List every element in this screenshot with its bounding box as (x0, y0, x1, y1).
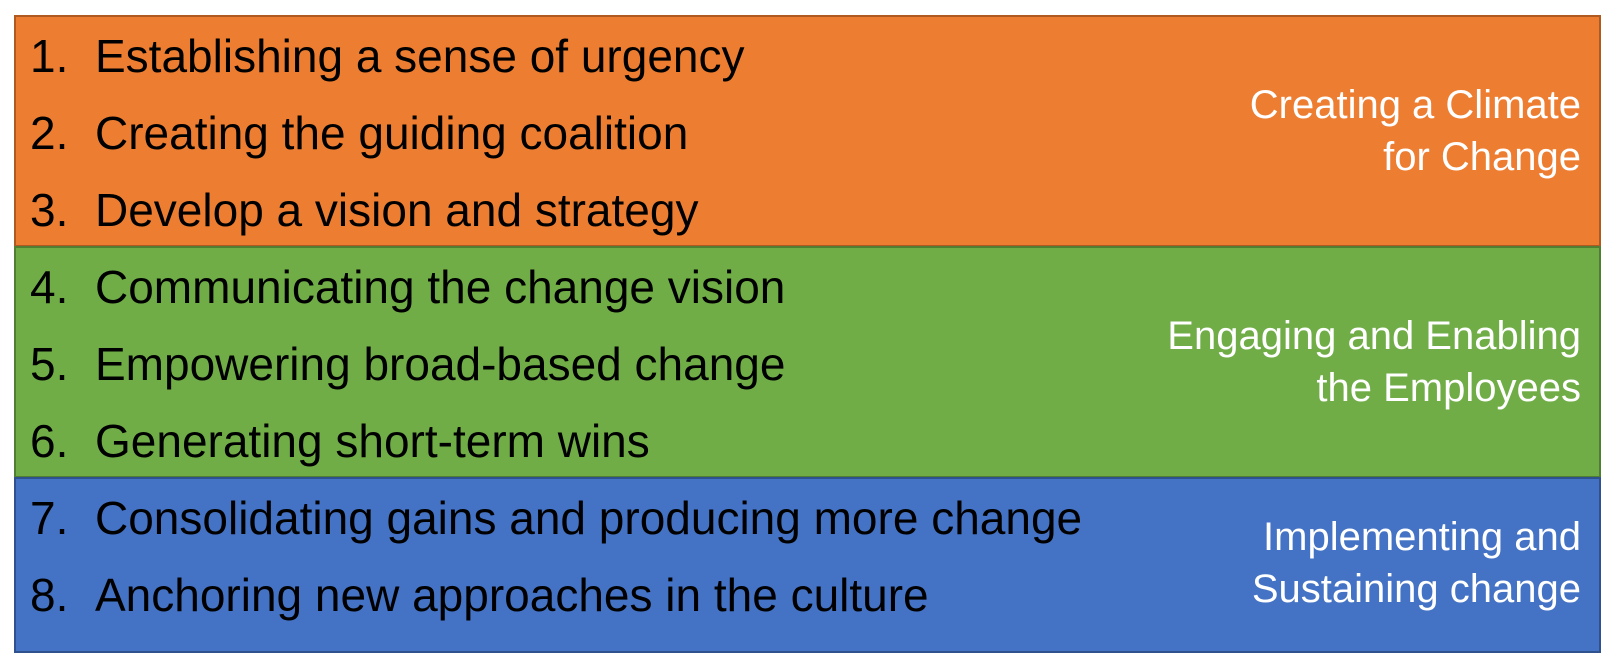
step-number: 6. (30, 415, 69, 467)
step-text: Anchoring new approaches in the culture (95, 569, 929, 621)
step-text: Generating short-term wins (95, 415, 650, 467)
phase-label-line: Sustaining change (1251, 566, 1581, 611)
step-number: 7. (30, 492, 69, 544)
step-text: Creating the guiding coalition (95, 107, 689, 159)
phase-band-climate: 1. Establishing a sense of urgency 2. Cr… (14, 15, 1601, 247)
step-number: 1. (30, 30, 69, 82)
phase-label-line: Implementing and (1263, 514, 1581, 559)
phase-label-climate: Creating a Climate for Change (1250, 79, 1581, 183)
phase-band-engage: 4. Communicating the change vision 5. Em… (14, 246, 1601, 478)
phase-label-line: Creating a Climate (1249, 83, 1581, 127)
step-number: 2. (30, 107, 69, 159)
step-number: 5. (30, 338, 69, 390)
step-text: Develop a vision and strategy (95, 184, 699, 236)
step-number: 3. (30, 184, 69, 236)
step-text: Empowering broad-based change (95, 338, 786, 390)
step-text: Consolidating gains and producing more c… (95, 492, 1083, 544)
step-text: Communicating the change vision (95, 261, 786, 313)
phase-label-line: for Change (1383, 135, 1581, 179)
phase-label-implement: Implementing and Sustaining change (1252, 511, 1581, 615)
phase-label-line: the Employees (1316, 366, 1581, 410)
step-text: Establishing a sense of urgency (95, 30, 745, 82)
step-number: 4. (30, 261, 69, 313)
phase-band-implement: 7. Consolidating gains and producing mor… (14, 477, 1601, 653)
phase-label-engage: Engaging and Enabling the Employees (1167, 310, 1581, 414)
phase-label-line: Engaging and Enabling (1167, 314, 1581, 358)
change-model-diagram: 1. Establishing a sense of urgency 2. Cr… (14, 15, 1601, 653)
step-number: 8. (30, 569, 69, 621)
